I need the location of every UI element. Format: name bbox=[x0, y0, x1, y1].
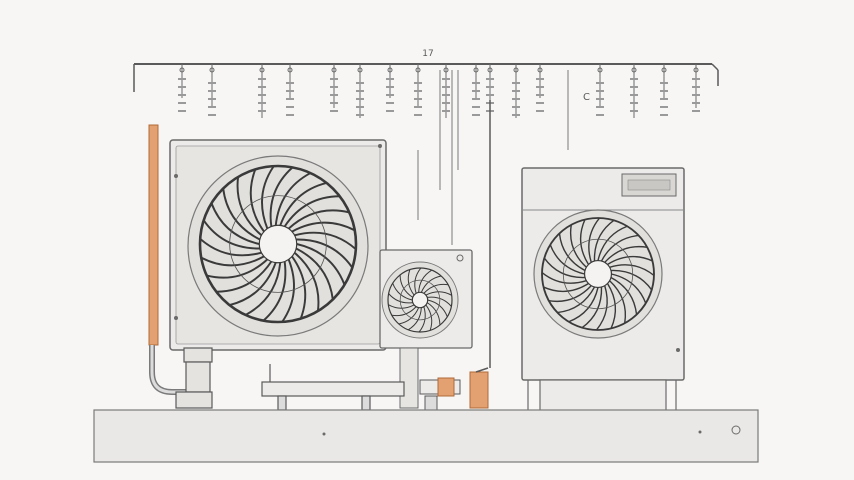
small-condenser bbox=[379, 249, 473, 409]
fan-icon bbox=[198, 164, 358, 324]
large-outdoor-condenser bbox=[169, 139, 387, 351]
fan-icon bbox=[387, 267, 453, 333]
copper-fittings bbox=[419, 100, 491, 411]
side-label: C bbox=[583, 92, 590, 103]
copper-pipe-left bbox=[148, 124, 186, 395]
header-bus bbox=[133, 63, 719, 118]
control-panel bbox=[621, 173, 677, 197]
pipe-rail bbox=[261, 364, 405, 411]
callout-lines bbox=[417, 70, 569, 245]
mounting-base bbox=[93, 409, 759, 463]
fan-icon bbox=[541, 217, 655, 331]
top-mark: 17 bbox=[422, 49, 433, 59]
condenser-legs bbox=[175, 347, 213, 409]
indoor-air-handler bbox=[521, 167, 685, 413]
